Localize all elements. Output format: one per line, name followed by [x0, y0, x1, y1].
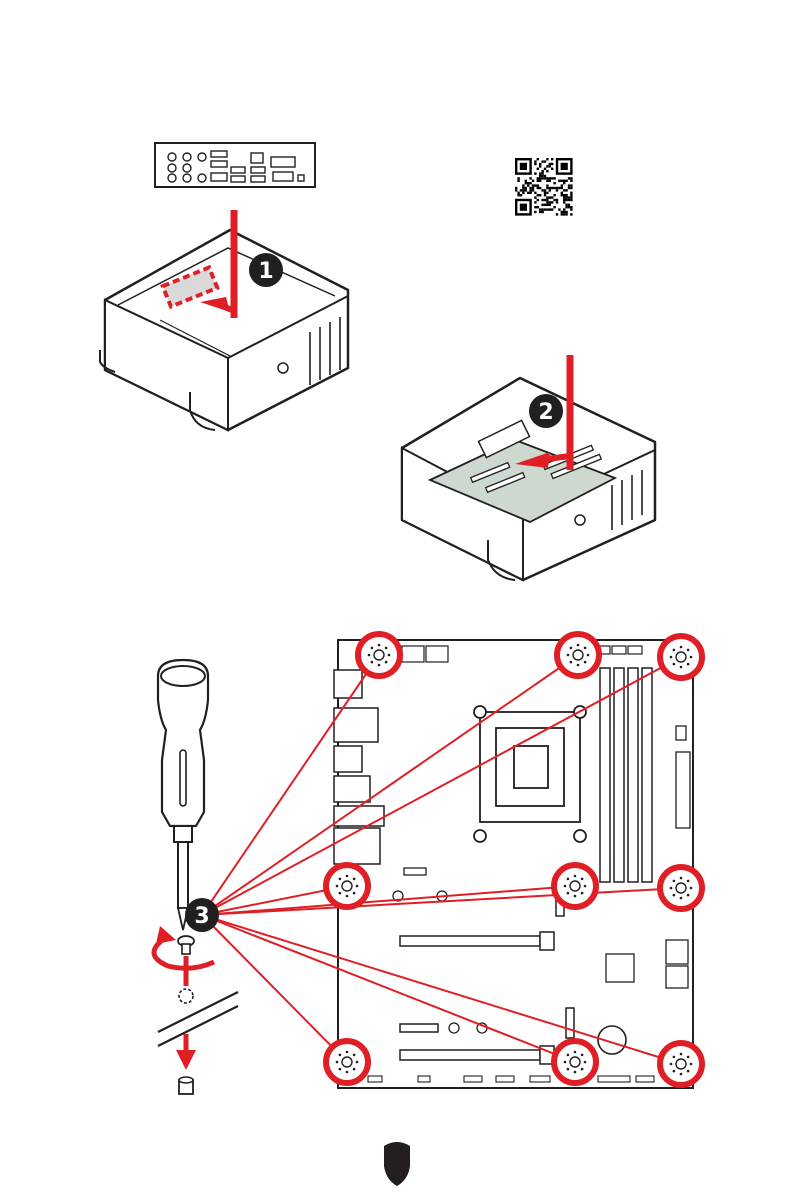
mounting-point — [326, 865, 368, 907]
svg-text:1: 1 — [258, 259, 273, 284]
motherboard-layout — [334, 640, 693, 1088]
io-shield-icon — [155, 143, 315, 187]
step-badge-2: 2 — [529, 394, 563, 428]
mounting-point — [358, 634, 400, 676]
screwdriver-icon — [158, 660, 208, 930]
mounting-point — [326, 1041, 368, 1083]
mounting-point — [660, 867, 702, 909]
mounting-point — [554, 1041, 596, 1083]
screw-icon — [178, 936, 194, 954]
standoff-icon — [179, 1077, 193, 1094]
msi-shield-logo — [384, 1142, 410, 1186]
mounting-point — [557, 634, 599, 676]
svg-text:2: 2 — [538, 400, 553, 425]
mounting-point — [554, 865, 596, 907]
step-badge-3: 3 — [185, 898, 219, 932]
pc-case-icon — [100, 210, 348, 430]
qr-code-icon — [515, 158, 573, 216]
mounting-point — [660, 1043, 702, 1085]
pc-case-icon-step2 — [402, 355, 655, 580]
standoff-hole-icon — [158, 989, 238, 1046]
step-badge-1: 1 — [249, 253, 283, 287]
svg-text:3: 3 — [194, 904, 209, 929]
mounting-point — [660, 636, 702, 678]
